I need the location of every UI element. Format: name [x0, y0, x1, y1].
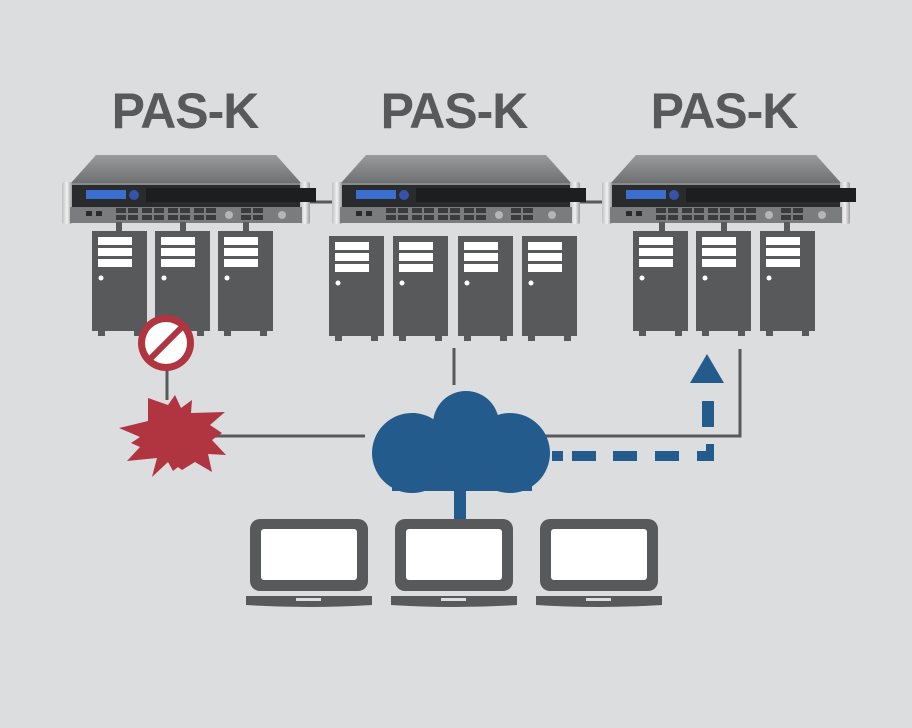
laptop-icon [391, 519, 517, 607]
server-icon [633, 231, 688, 336]
server-icon [522, 236, 577, 341]
network-lines [165, 348, 742, 438]
appliance-label-1: PAS-K [111, 83, 260, 139]
server-icon [218, 231, 273, 336]
server-icon [329, 236, 384, 341]
server-group-3 [633, 231, 815, 336]
laptop-icon [246, 519, 372, 607]
client-laptops [246, 519, 662, 607]
laptop-icon [536, 519, 662, 607]
appliance-2 [332, 155, 586, 224]
appliance-3 [602, 155, 856, 224]
dashed-arrow-up-icon [552, 354, 724, 461]
server-group-1 [92, 231, 273, 336]
appliance-label-2: PAS-K [380, 83, 529, 139]
server-icon [458, 236, 513, 341]
no-entry-icon [138, 315, 194, 371]
server-icon [393, 236, 448, 341]
appliance-label-3: PAS-K [650, 83, 799, 139]
server-icon [760, 231, 815, 336]
explosion-burst-icon [119, 395, 226, 477]
appliance-1 [62, 155, 316, 224]
server-icon [696, 231, 751, 336]
server-group-2 [329, 236, 577, 341]
cloud-icon [372, 391, 550, 520]
server-icon [92, 231, 147, 336]
